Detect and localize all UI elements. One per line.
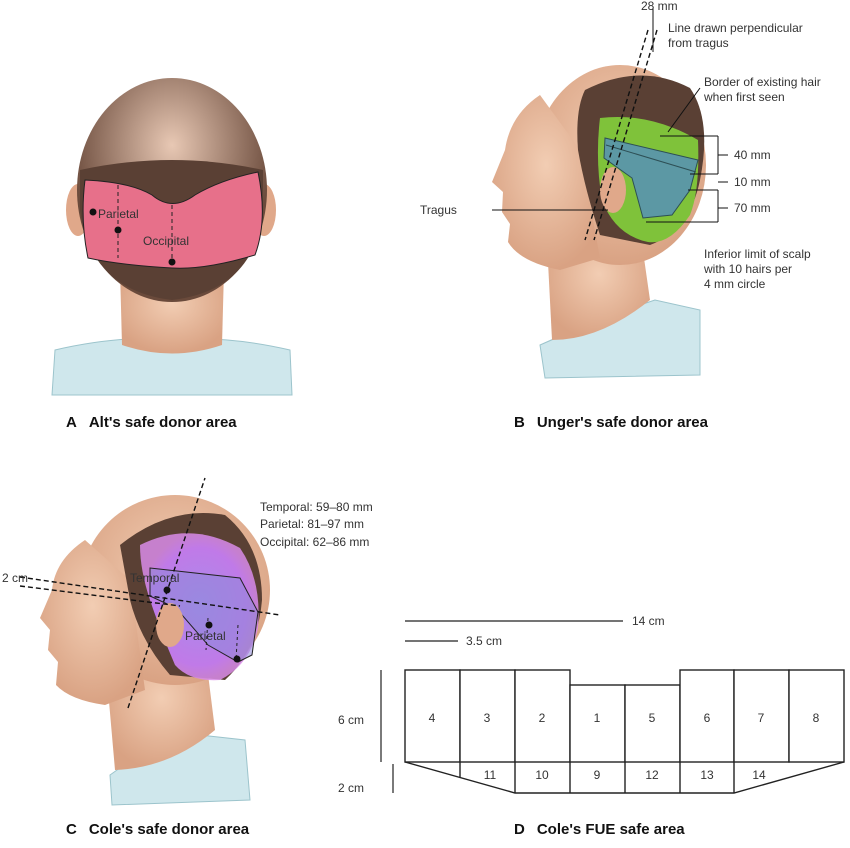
fue-cell-top xyxy=(624,684,681,763)
landmark-dot xyxy=(89,208,97,216)
cell-label: 6 xyxy=(704,711,711,725)
panel-b-letter: B xyxy=(514,414,525,431)
panel-b-illustration: 28 mm Line drawn perpendicular from trag… xyxy=(420,0,821,379)
panel-d-caption-text: Cole's FUE safe area xyxy=(536,821,685,838)
two-cm-label-c: 2 cm xyxy=(2,571,28,585)
cell-label: 10 xyxy=(535,768,549,782)
temporal-range-label: Temporal: 59–80 mm xyxy=(260,500,373,514)
cell-label: 4 xyxy=(429,711,436,725)
panel-a-illustration: Parietal Occipital xyxy=(51,78,293,396)
measure-28mm: 28 mm xyxy=(641,0,678,13)
fue-cell-top xyxy=(569,684,626,763)
hair-border-label-1: Border of existing hair xyxy=(704,75,821,89)
panel-a-letter: A xyxy=(66,414,77,431)
landmark-dot xyxy=(205,621,213,629)
cell-label: 2 xyxy=(539,711,546,725)
ear-c xyxy=(156,603,184,647)
landmark-dot xyxy=(163,586,171,594)
ear-b xyxy=(600,167,626,213)
panel-a-caption-text: Alt's safe donor area xyxy=(88,414,237,431)
measure-70mm: 70 mm xyxy=(734,201,771,215)
panel-d-letter: D xyxy=(514,821,525,838)
reference-line xyxy=(19,585,181,607)
occipital-label-a: Occipital xyxy=(143,234,189,248)
pointer-line xyxy=(667,87,701,133)
panel-c-caption: C Cole's safe donor area xyxy=(66,821,249,838)
scale-6cm-label: 6 cm xyxy=(338,713,364,727)
fue-cell-top xyxy=(733,669,790,763)
hair-border-label-2: when first seen xyxy=(703,90,785,104)
face-profile-c xyxy=(40,540,145,705)
cell-label: 11 xyxy=(484,768,497,782)
cell-label: 7 xyxy=(758,711,765,725)
panel-a-caption: A Alt's safe donor area xyxy=(66,414,237,431)
panel-d-caption: D Cole's FUE safe area xyxy=(514,821,685,838)
parietal-label-a: Parietal xyxy=(98,207,139,221)
occipital-range-label: Occipital: 62–86 mm xyxy=(260,535,369,549)
scale-2cm-label: 2 cm xyxy=(338,781,364,795)
inferior-limit-label-1: Inferior limit of scalp xyxy=(704,247,811,261)
alt-donor-zone xyxy=(82,171,263,269)
perpendicular-label-2: from tragus xyxy=(668,36,729,50)
cell-label: 3 xyxy=(484,711,491,725)
cell-label: 13 xyxy=(700,768,714,782)
fue-cell-top xyxy=(679,669,735,763)
perpendicular-label-1: Line drawn perpendicular xyxy=(668,21,803,35)
panel-c-illustration: Temporal: 59–80 mm Parietal: 81–97 mm Oc… xyxy=(2,477,373,806)
panel-c-letter: C xyxy=(66,821,77,838)
cell-label: 8 xyxy=(813,711,820,725)
tragus-perpendicular-line xyxy=(593,29,658,241)
scale-14cm-label: 14 cm xyxy=(632,614,665,628)
cell-label: 14 xyxy=(752,768,766,782)
panel-b-caption: B Unger's safe donor area xyxy=(514,414,708,431)
parietal-range-label: Parietal: 81–97 mm xyxy=(260,517,364,531)
temporal-label-c: Temporal xyxy=(130,571,179,585)
panel-c-caption-text: Cole's safe donor area xyxy=(88,821,250,838)
landmark-dot xyxy=(233,655,241,663)
cell-label: 5 xyxy=(649,711,656,725)
fue-cell-top xyxy=(404,669,461,763)
landmark-dot xyxy=(168,258,176,266)
zone-divider xyxy=(205,617,209,651)
parietal-label-c: Parietal xyxy=(185,629,226,643)
tragus-perpendicular-line xyxy=(584,29,649,241)
cell-label: 12 xyxy=(645,768,659,782)
fue-cell-top xyxy=(788,669,845,763)
landmark-dot xyxy=(114,226,122,234)
measure-10mm: 10 mm xyxy=(734,175,771,189)
measure-40mm: 40 mm xyxy=(734,148,771,162)
inferior-limit-label-2: with 10 hairs per xyxy=(703,262,792,276)
cell-label: 1 xyxy=(594,711,601,725)
reference-line xyxy=(19,576,281,616)
face-profile-b xyxy=(492,95,600,270)
inferior-limit-label-3: 4 mm circle xyxy=(704,277,766,291)
panel-d-diagram: 14 cm 3.5 cm 6 cm 2 cm 4 3 2 1 5 6 7 8 xyxy=(338,614,845,795)
cell-label: 9 xyxy=(594,768,601,782)
tragus-label: Tragus xyxy=(420,203,457,217)
panel-b-caption-text: Unger's safe donor area xyxy=(536,414,708,431)
scale-3-5cm-label: 3.5 cm xyxy=(466,634,502,648)
